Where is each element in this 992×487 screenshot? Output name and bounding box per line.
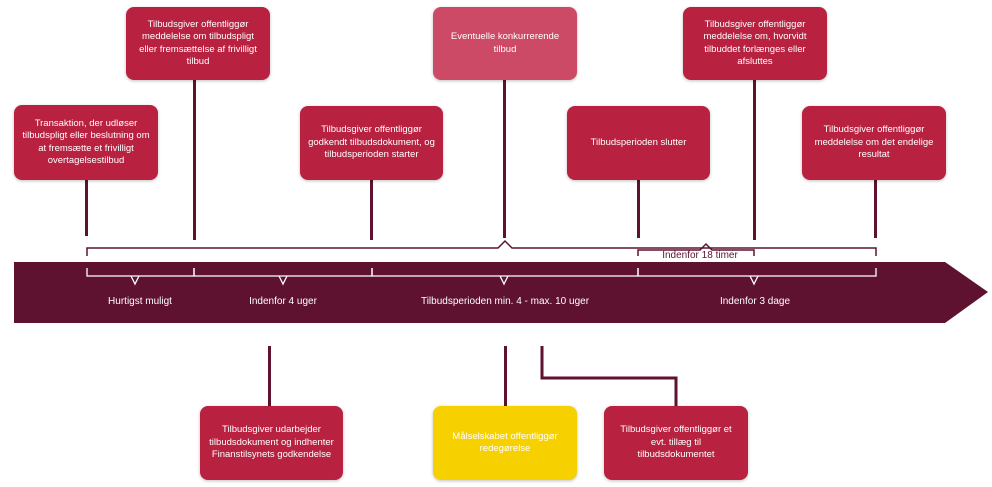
box-prepare-document: Tilbudsgiver udarbejder tilbudsdokument … (200, 406, 343, 480)
box-announcement: Tilbudsgiver offentliggør meddelelse om … (126, 7, 270, 80)
segment-brackets (86, 268, 877, 286)
box-supplement-text: Tilbudsgiver offentliggør et evt. tillæg… (620, 424, 732, 461)
stem-transaction (85, 180, 88, 236)
stem-target-statement (504, 346, 507, 406)
segment-label-4: Indenfor 3 dage (719, 296, 791, 307)
box-period-ends-text: Tilbudsperioden slutter (590, 136, 687, 148)
top-brace (86, 239, 877, 256)
box-prepare-document-text: Tilbudsgiver udarbejder tilbudsdokument … (209, 424, 334, 461)
hours-brace (637, 242, 755, 256)
hours-brace-label: Indenfor 18 timer (662, 250, 738, 261)
box-publish-document-text: Tilbudsgiver offentliggør godkendt tilbu… (308, 124, 435, 161)
box-supplement: Tilbudsgiver offentliggør et evt. tillæg… (604, 406, 748, 480)
stem-final-result (874, 180, 877, 238)
supplement-connector (540, 346, 678, 406)
stem-extend-or-close (753, 80, 756, 240)
box-final-result: Tilbudsgiver offentliggør meddelelse om … (802, 106, 946, 180)
stem-competing-offers (503, 80, 506, 238)
stem-announcement (193, 80, 196, 240)
box-target-statement-text: Målselskabet offentliggør redegørelse (452, 430, 558, 455)
box-extend-or-close: Tilbudsgiver offentliggør meddelelse om,… (683, 7, 827, 80)
segment-label-1: Hurtigst muligt (108, 296, 172, 307)
stem-publish-document (370, 180, 373, 240)
timeline-arrow (14, 262, 988, 323)
box-competing-offers-text: Eventuelle konkurrerende tilbud (450, 31, 560, 55)
box-transaction: Transaktion, der udløser tilbudspligt el… (14, 105, 158, 180)
box-final-result-text: Tilbudsgiver offentliggør meddelelse om … (814, 124, 934, 161)
box-transaction-text: Transaktion, der udløser tilbudspligt el… (22, 117, 150, 167)
box-publish-document: Tilbudsgiver offentliggør godkendt tilbu… (300, 106, 443, 180)
box-competing-offers: Eventuelle konkurrerende tilbud (433, 7, 577, 80)
box-announcement-text: Tilbudsgiver offentliggør meddelelse om … (139, 18, 257, 68)
box-target-statement: Målselskabet offentliggør redegørelse (433, 406, 577, 480)
segment-label-3: Tilbudsperioden min. 4 - max. 10 uger (420, 296, 590, 307)
box-extend-or-close-text: Tilbudsgiver offentliggør meddelelse om,… (703, 18, 807, 68)
stem-period-ends (637, 180, 640, 238)
stem-prepare-document (268, 346, 271, 406)
segment-label-2: Indenfor 4 uger (249, 296, 317, 307)
box-period-ends: Tilbudsperioden slutter (567, 106, 710, 180)
